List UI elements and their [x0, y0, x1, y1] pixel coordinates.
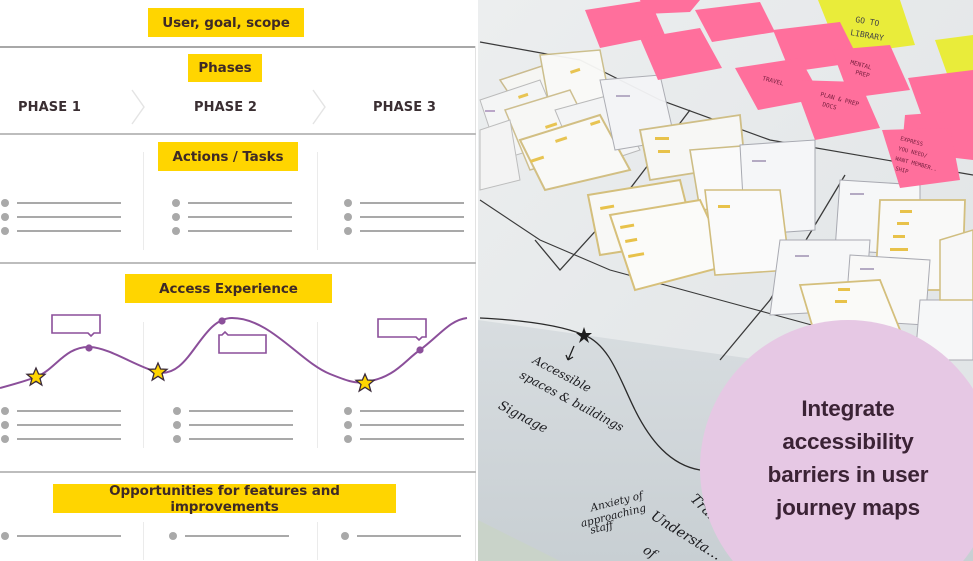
- column-divider: [317, 152, 318, 250]
- opportunities-list-phase-3: [341, 529, 461, 543]
- opportunities-list-phase-2: [169, 529, 289, 543]
- column-divider: [317, 522, 318, 560]
- curve-dot: [85, 344, 93, 352]
- divider: [0, 133, 476, 135]
- experience-list-phase-3: [344, 404, 464, 446]
- phase-1-label: PHASE 1: [18, 100, 81, 115]
- svg-text:DOCS: DOCS: [821, 101, 837, 112]
- divider: [0, 46, 476, 48]
- column-divider: [143, 522, 144, 560]
- opportunities-list-phase-1: [1, 529, 121, 543]
- experience-curve: [0, 314, 468, 393]
- label-access-experience: Access Experience: [125, 274, 332, 303]
- column-divider: [143, 322, 144, 448]
- column-divider: [317, 322, 318, 448]
- star-icon: [354, 372, 376, 393]
- divider: [0, 262, 476, 264]
- headline-text: Integrate accessibility barriers in user…: [730, 392, 966, 524]
- chevron-right-icon: [312, 89, 326, 125]
- sticky-notes: GO TO LIBRARY TRAVEL MENTAL PREP PLAN & …: [585, 0, 973, 188]
- headline-line: Integrate: [801, 396, 895, 421]
- label-user-goal-scope: User, goal, scope: [148, 8, 304, 37]
- svg-text:GO TO: GO TO: [855, 15, 880, 28]
- hand-drawn-star-icon: [576, 327, 592, 343]
- divider: [0, 471, 476, 473]
- experience-list-phase-1: [1, 404, 121, 446]
- curve-dot: [416, 346, 424, 354]
- chevron-right-icon: [131, 89, 145, 125]
- label-opportunities: Opportunities for features and improveme…: [53, 483, 396, 515]
- svg-text:EXPRESS: EXPRESS: [899, 136, 923, 148]
- svg-text:PREP: PREP: [854, 69, 870, 80]
- column-divider: [143, 152, 144, 250]
- phase-2-label: PHASE 2: [194, 100, 257, 115]
- phase-3-label: PHASE 3: [373, 100, 436, 115]
- actions-list-phase-3: [344, 196, 464, 238]
- headline-line: barriers in user: [767, 462, 929, 487]
- label-actions-tasks: Actions / Tasks: [158, 142, 298, 171]
- speech-bubble-icon: [51, 314, 101, 338]
- star-icon: [147, 361, 169, 382]
- headline-line: journey maps: [776, 495, 920, 520]
- speech-bubble-icon: [377, 318, 427, 342]
- journey-map-template: User, goal, scope Phases PHASE 1 PHASE 2…: [0, 0, 478, 561]
- headline-line: accessibility: [782, 429, 914, 454]
- template-border: [475, 46, 476, 561]
- label-phases: Phases: [188, 54, 262, 82]
- actions-list-phase-2: [172, 196, 292, 238]
- svg-text:SHIP: SHIP: [894, 166, 909, 175]
- actions-list-phase-1: [1, 196, 121, 238]
- curve-dot: [218, 317, 226, 325]
- experience-list-phase-2: [173, 404, 293, 446]
- headline-circle: [700, 320, 973, 561]
- speech-bubble-icon: [218, 330, 267, 354]
- star-icon: [25, 366, 47, 387]
